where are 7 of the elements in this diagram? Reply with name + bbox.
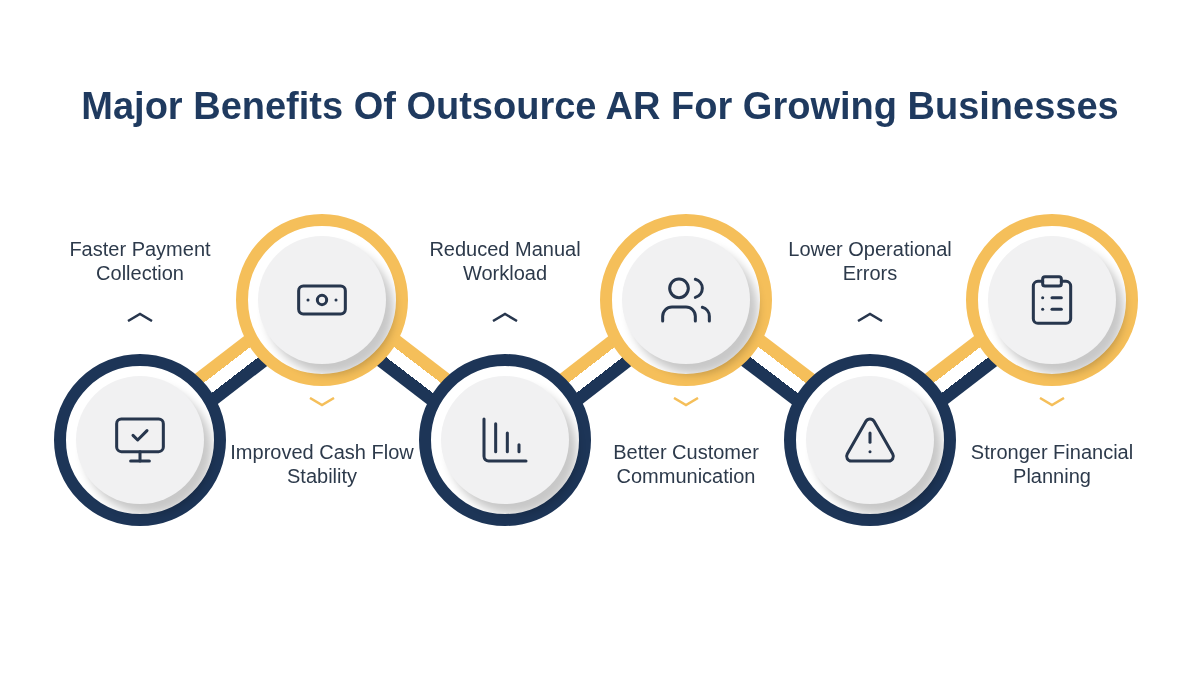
benefit-label: Stronger Financial Planning — [969, 440, 1135, 488]
benefit-label: Better Customer Communication — [612, 440, 760, 488]
benefit-label: Improved Cash Flow Stability — [229, 440, 415, 488]
benefit-label: Reduced Manual Workload — [428, 237, 582, 285]
benefit-label: Lower Operational Errors — [787, 237, 953, 285]
benefit-label: Faster Payment Collection — [68, 237, 212, 285]
title: Major Benefits Of Outsource AR For Growing Businesses — [81, 84, 1119, 129]
